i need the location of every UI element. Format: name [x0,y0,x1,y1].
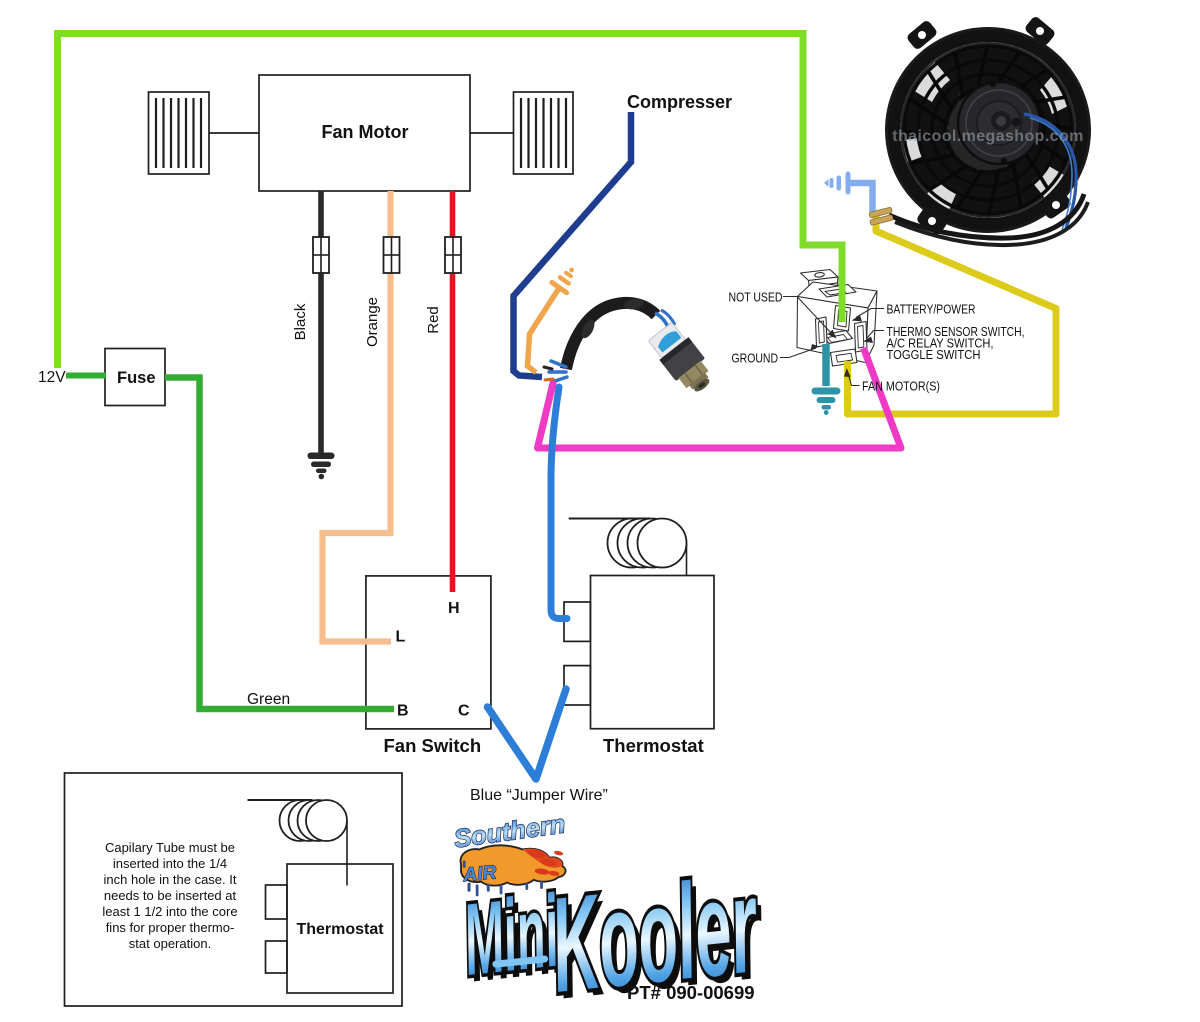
svg-text:Thermostat: Thermostat [603,735,704,756]
svg-text:Thermostat: Thermostat [296,921,384,938]
svg-text:Fuse: Fuse [117,369,156,387]
svg-text:Kooler: Kooler [544,850,766,1021]
svg-text:Orange: Orange [364,297,381,347]
svg-text:C: C [458,703,470,720]
svg-text:Mini: Mini [458,873,564,997]
svg-text:least 1 1/2 into the core: least 1 1/2 into the core [102,904,237,919]
svg-text:thaicool.megashop.com: thaicool.megashop.com [892,128,1084,145]
svg-text:THERMO SENSOR SWITCH,: THERMO SENSOR SWITCH, [887,325,1025,339]
svg-text:Capilary Tube must be: Capilary Tube must be [105,840,235,855]
svg-text:Fan Motor: Fan Motor [322,122,409,142]
svg-text:TOGGLE SWITCH: TOGGLE SWITCH [887,348,981,362]
svg-text:B: B [397,703,409,720]
svg-text:AIR: AIR [461,862,497,886]
svg-text:FAN MOTOR(S): FAN MOTOR(S) [862,380,940,394]
svg-text:Fan Switch: Fan Switch [384,735,482,756]
svg-text:Green: Green [247,691,290,708]
svg-text:Red: Red [425,306,442,334]
svg-text:A/C RELAY SWITCH,: A/C RELAY SWITCH, [887,337,994,351]
svg-text:Mini: Mini [464,880,570,1004]
svg-text:Kooler: Kooler [550,856,772,1022]
svg-text:12V: 12V [38,369,66,386]
svg-text:stat operation.: stat operation. [129,936,211,951]
svg-text:H: H [448,600,460,617]
svg-text:inch hole in the case. It: inch hole in the case. It [104,872,237,887]
svg-text:L: L [396,629,406,646]
svg-text:BATTERY/POWER: BATTERY/POWER [887,303,976,317]
svg-text:fins for proper thermo-: fins for proper thermo- [106,920,235,935]
svg-text:needs to be inserted at: needs to be inserted at [104,888,237,903]
svg-text:Black: Black [292,303,309,340]
svg-text:PT# 090-00699: PT# 090-00699 [627,982,755,1003]
svg-text:Blue “Jumper Wire”: Blue “Jumper Wire” [470,787,608,804]
svg-text:inserted into the 1/4: inserted into the 1/4 [113,856,227,871]
svg-text:NOT USED: NOT USED [729,291,783,305]
svg-text:Compresser: Compresser [627,92,732,112]
svg-text:GROUND: GROUND [732,352,779,366]
